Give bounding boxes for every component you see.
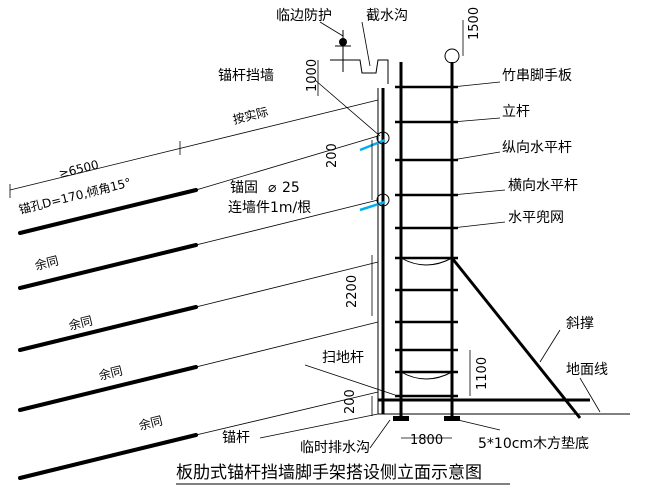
label-pole: 立杆	[502, 104, 530, 120]
rebar-symbol-icon: ⌀	[268, 180, 277, 196]
label-temp-drain: 临时排水沟	[300, 440, 370, 456]
dim-200-bottom: 200	[343, 389, 358, 414]
label-remainder: 余同	[137, 413, 164, 433]
dim-2200: 2200	[345, 275, 360, 308]
label-longitudinal-bar: 纵向水平杆	[502, 140, 572, 156]
label-brace: 斜撑	[566, 316, 594, 332]
scaffold-rungs	[395, 85, 458, 398]
scaffold-poles	[399, 62, 454, 418]
label-anchor-fix: 锚固	[230, 180, 258, 196]
label-edge-protection: 临边防护	[276, 8, 332, 24]
label-sweep-bar: 扫地杆	[322, 350, 364, 366]
dim-1000: 1000	[305, 59, 320, 92]
wall-ties	[359, 131, 390, 212]
label-anchor-fix-dia: 25	[282, 180, 300, 196]
vertical-dims	[317, 20, 471, 439]
dim-1100: 1100	[475, 357, 490, 390]
label-transverse-bar: 横向水平杆	[508, 178, 578, 194]
net-sag-shape	[400, 371, 453, 380]
label-remainder: 余同	[67, 313, 94, 333]
timber-pad-shape	[393, 416, 460, 421]
anchor-rods	[18, 135, 379, 480]
dim-1800: 1800	[410, 433, 443, 448]
diagonal-brace	[450, 257, 582, 419]
label-remainder: 余同	[33, 253, 60, 273]
label-horizontal-net: 水平兜网	[508, 210, 564, 226]
label-remainder: 余同	[97, 363, 124, 383]
label-as-design: ≥6500	[57, 158, 100, 181]
label-timber-pad: 5*10cm木方垫底	[478, 436, 589, 452]
net-sag-shape	[400, 257, 453, 266]
label-wall-tie: 连墙件1m/根	[228, 200, 311, 216]
label-as-measured: 按实际	[231, 104, 270, 127]
label-ground-line: 地面线	[566, 362, 608, 378]
ground-line-shape	[378, 398, 630, 415]
diagram-title: 板肋式锚杆挡墙脚手架搭设侧立面示意图	[176, 463, 482, 483]
pole-top-marker	[444, 48, 460, 64]
dim-1500: 1500	[467, 7, 482, 40]
label-drain-ditch: 截水沟	[366, 8, 408, 24]
label-anchor-rod: 锚杆	[222, 430, 250, 446]
dim-200-top: 200	[325, 143, 340, 168]
anchor-length-dim	[9, 94, 379, 198]
label-bamboo-board: 竹串脚手板	[502, 68, 572, 84]
label-leaders	[259, 21, 601, 449]
label-anchor-wall: 锚杆挡墙	[218, 68, 274, 84]
